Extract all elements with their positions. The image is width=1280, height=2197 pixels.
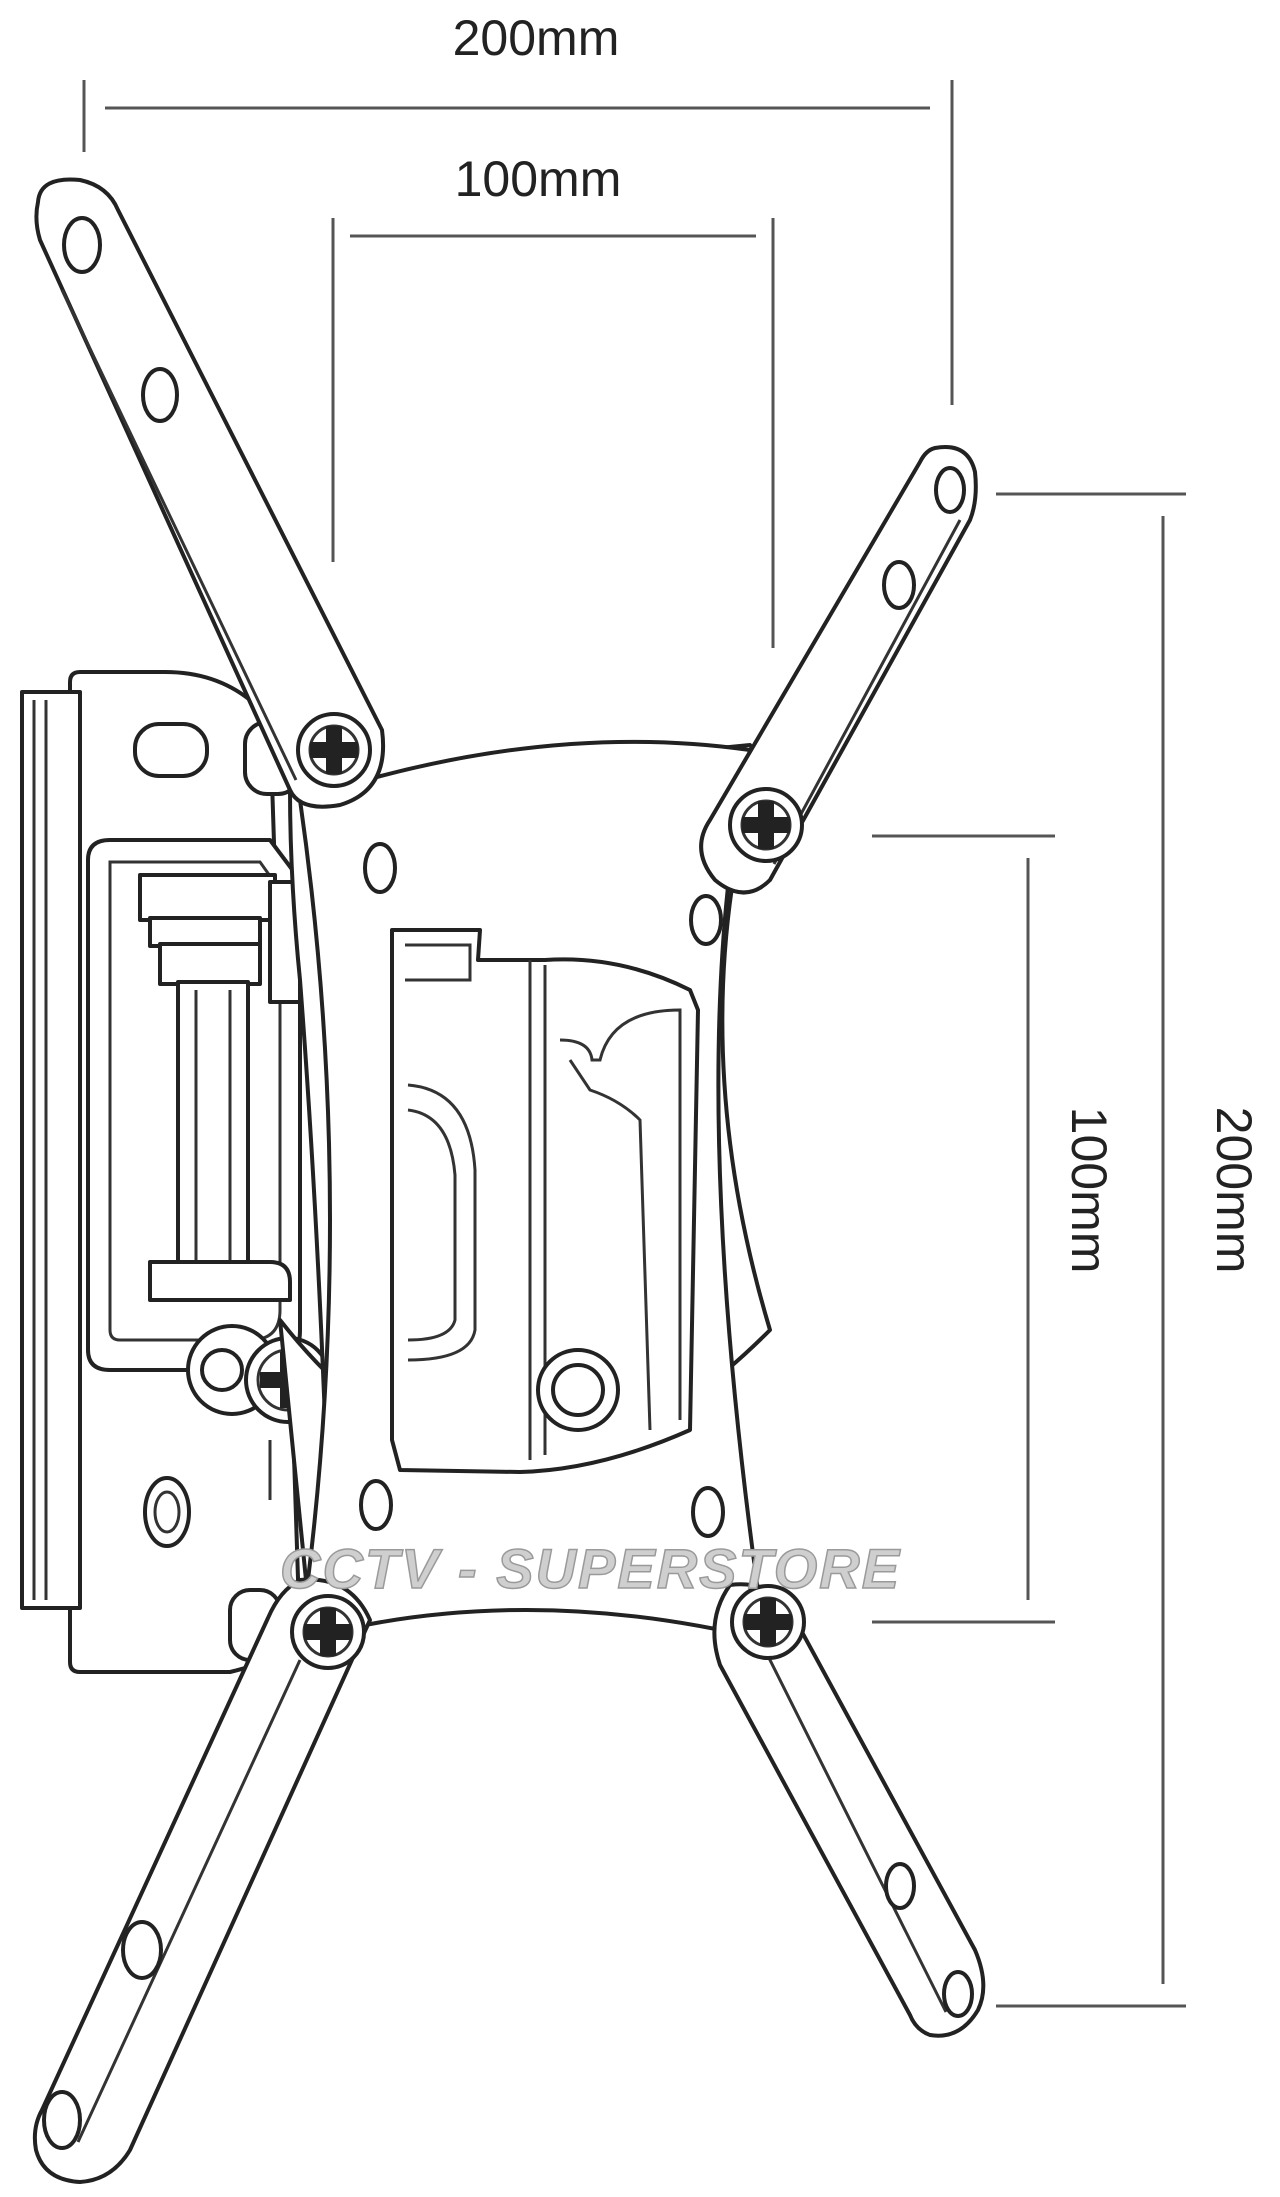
arm-top-right: [699, 445, 978, 895]
tilt-bracket: [390, 928, 700, 1474]
wall-plate: [20, 670, 332, 1674]
mounting-hole-icon: [42, 2090, 82, 2150]
mounting-hole-icon: [62, 216, 102, 274]
phillips-screw-icon: [296, 712, 372, 788]
wall-plate-slot: [133, 722, 209, 778]
mounting-hole-icon: [691, 1486, 725, 1538]
mounting-hole-icon: [121, 1920, 163, 1980]
mounting-hole-icon: [942, 1970, 974, 2018]
right-outer-dimension-label: 200mm: [1206, 1107, 1262, 1274]
mounting-hole-icon: [689, 894, 723, 946]
wall-plate-edge: [20, 690, 82, 1610]
arm-top-left: [34, 177, 385, 809]
mounting-hole-icon: [884, 1862, 916, 1910]
dimension-lines: [82, 80, 1186, 2008]
mounting-hole-icon: [359, 1479, 393, 1531]
mounting-hole-icon: [363, 842, 397, 894]
phillips-screw-icon: [730, 1584, 806, 1660]
wall-plate-hole: [143, 1476, 191, 1548]
mounting-hole-icon: [934, 466, 966, 514]
phillips-screw-icon: [290, 1594, 366, 1670]
watermark-text: CCTV - SUPERSTORE: [280, 1537, 901, 1600]
top-inner-dimension-label: 100mm: [455, 151, 622, 207]
top-outer-dimension-label: 200mm: [453, 10, 620, 66]
swivel-arm: [138, 873, 302, 1500]
arm-bottom-left: [32, 1577, 372, 2184]
tilt-knob-icon: [536, 1348, 620, 1432]
right-inner-dimension-label: 100mm: [1061, 1107, 1117, 1274]
phillips-screw-icon: [728, 787, 804, 863]
mounting-hole-icon: [141, 367, 179, 423]
mounting-hole-icon: [882, 560, 916, 610]
